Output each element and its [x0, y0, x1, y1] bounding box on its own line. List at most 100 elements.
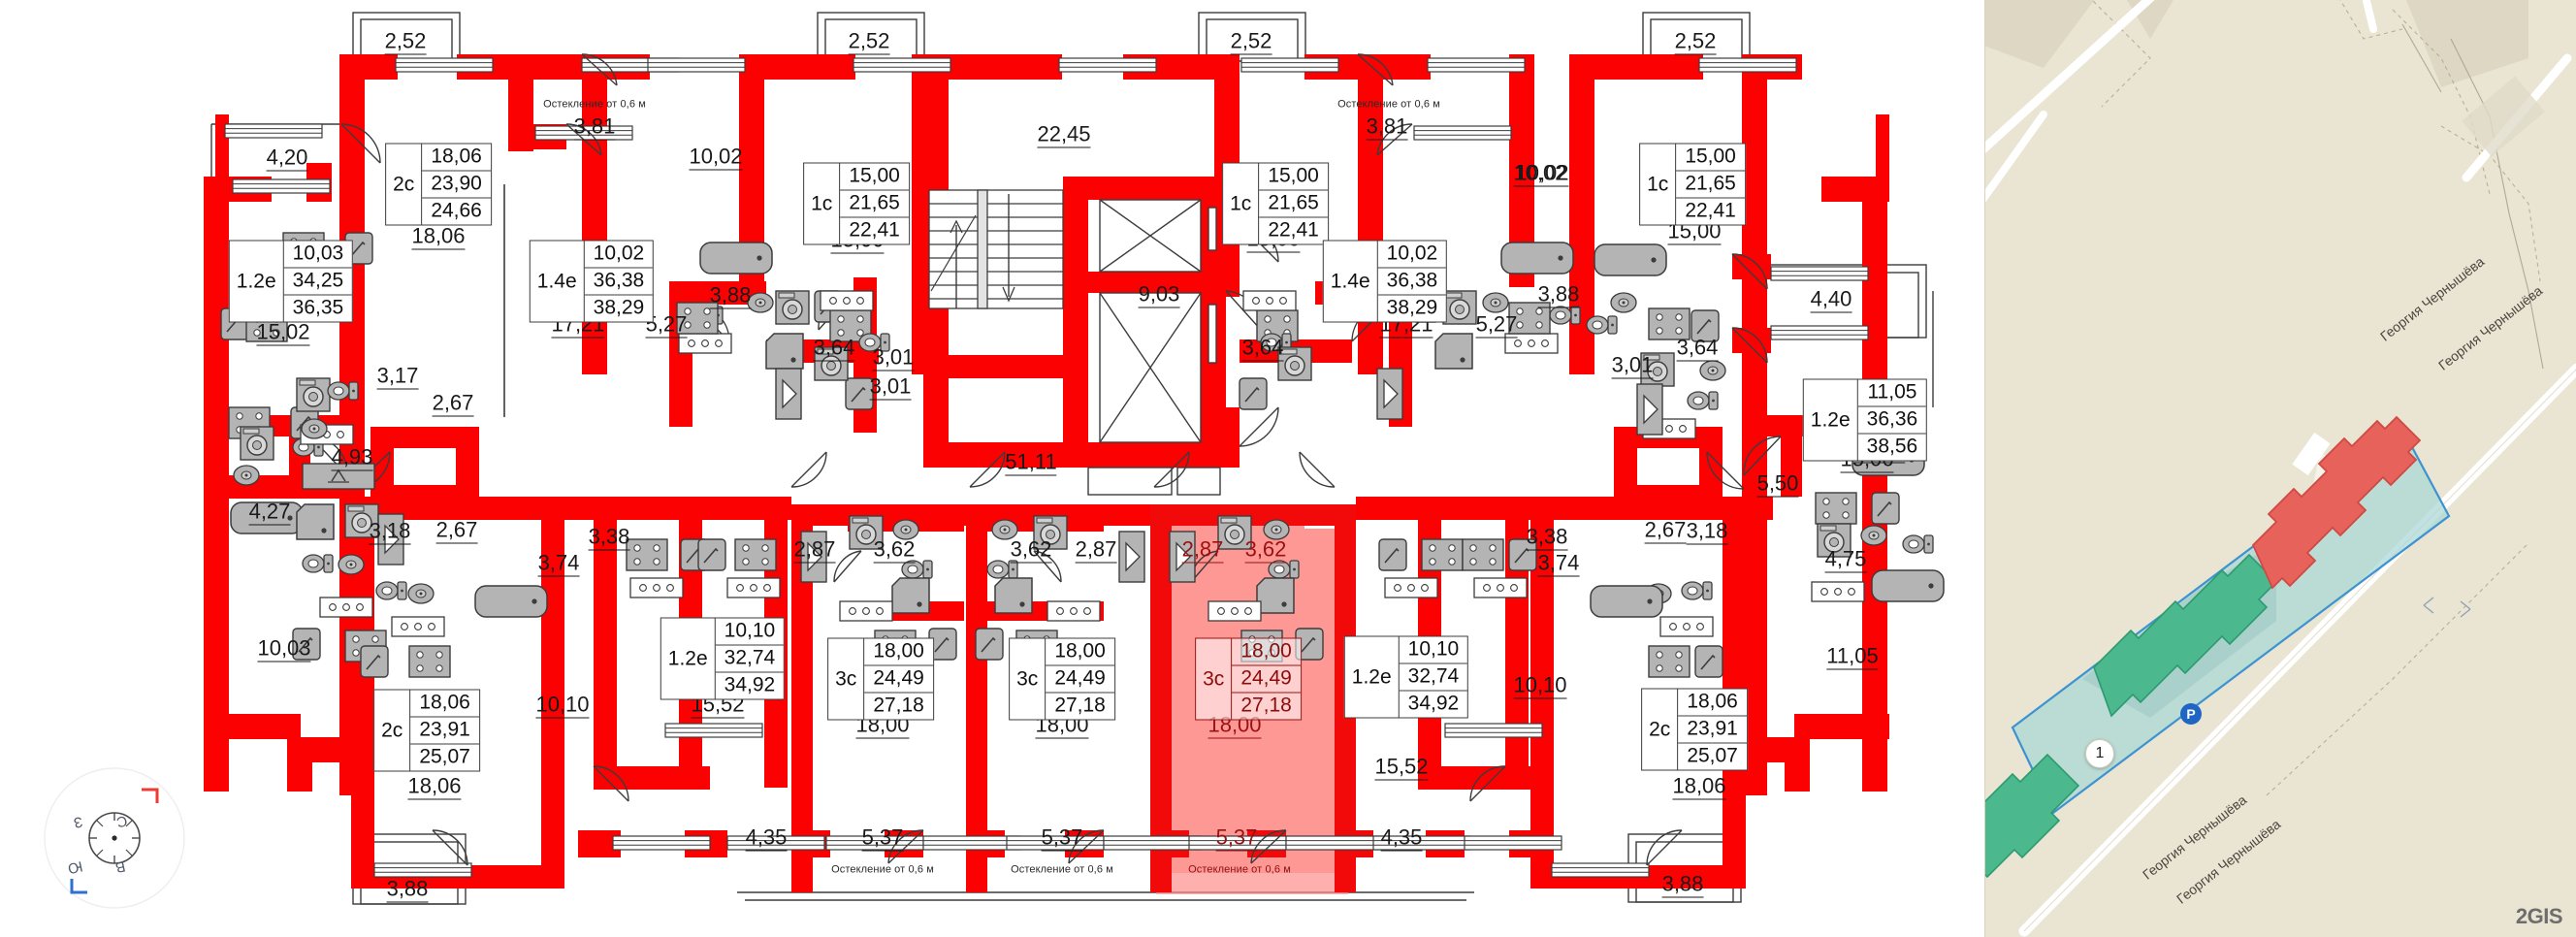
compass-south: Ю [66, 857, 83, 877]
staircase [928, 189, 1064, 309]
apartment-area-n1: 11,05 [1857, 380, 1927, 407]
room-area-label: 18,06 [407, 773, 462, 800]
apartment-area-n2: 24,49 [1046, 666, 1114, 694]
apartment-area-n1: 15,00 [1676, 145, 1745, 172]
glazing-note: Остекление от 0,6 м [1337, 98, 1440, 111]
apartment-area-n3: 22,41 [1685, 199, 1736, 222]
map-canvas[interactable] [1985, 0, 2576, 937]
apartment-area-n2: 34,25 [283, 269, 353, 296]
room-area-label: 3,38 [588, 524, 630, 551]
apartment-area-n3: 27,18 [1054, 694, 1106, 717]
apartment-area-n2: 24,49 [1232, 666, 1301, 694]
room-area-label: 3,01 [1611, 352, 1654, 379]
room-area-label: 11,05 [1826, 643, 1879, 670]
apartment-area-n3: 27,18 [873, 694, 924, 717]
compass-rose: С В Ю З [44, 767, 185, 909]
room-area-label: 5,50 [1756, 470, 1799, 498]
room-area-label: 2,52 [848, 28, 890, 55]
apartment-type-tag: 1с [1640, 144, 1677, 225]
room-area-label: 3,74 [537, 550, 580, 577]
apartment-area-n2: 36,36 [1857, 407, 1927, 435]
apartment-type-tag: 1.4e [1324, 241, 1378, 322]
apartment-type-tag: 1с [804, 163, 841, 244]
room-area-label: 5,27 [645, 311, 688, 339]
apartment-type-tag: 3с [828, 638, 865, 720]
room-area-label: 10,10 [1513, 672, 1567, 699]
room-area-label: 2,52 [1674, 28, 1717, 55]
apartment-type-tag: 1.2e [1804, 379, 1858, 461]
apartment-area-n1: 10,10 [1399, 637, 1468, 664]
apartment-area-n3: 27,18 [1240, 694, 1292, 717]
room-area-label: 3,01 [869, 373, 912, 401]
room-area-label: 3,17 [376, 363, 419, 390]
room-area-label: 10,02 [1513, 160, 1567, 187]
apartment-area-n2: 24,49 [864, 666, 933, 694]
apartment-type-tag: 1.2e [230, 241, 284, 322]
room-area-label: 3,18 [1686, 518, 1728, 545]
room-area-label: 15,02 [256, 319, 310, 346]
parking-icon[interactable]: P [2180, 703, 2202, 725]
apartment-area-n2: 21,65 [1259, 191, 1328, 218]
room-area-label: 4,35 [745, 824, 788, 852]
room-area-label: 10,10 [535, 692, 590, 719]
apartment-area-n1: 10,02 [584, 242, 654, 269]
apartment-area-n1: 10,03 [283, 242, 353, 269]
apartment-area-n3: 25,07 [1687, 744, 1738, 767]
apartment-area-n2: 23,91 [1678, 717, 1747, 744]
room-area-label: 3,18 [369, 518, 411, 545]
room-area-label: 15,00 [1667, 218, 1722, 245]
apartment-type-tag: 1.4e [531, 241, 585, 322]
apartment-area-n1: 18,06 [1678, 690, 1747, 717]
room-area-label: 4,35 [1380, 824, 1423, 852]
apartment-area-n3: 38,56 [1866, 435, 1918, 458]
apartment-area-n2: 21,65 [840, 191, 909, 218]
apartment-area-n2: 23,90 [422, 172, 491, 199]
room-area-label: 3,88 [1661, 871, 1704, 898]
room-area-label: 3,64 [813, 335, 855, 362]
gis-watermark: 2GIS [2515, 904, 2563, 928]
apartment-area-n3: 22,41 [849, 218, 900, 242]
apartment-area-n3: 38,29 [1386, 296, 1438, 319]
apartment-area-n3: 24,66 [431, 199, 482, 222]
apartment-area-n1: 18,00 [864, 639, 933, 666]
room-area-label: 3,01 [872, 344, 915, 372]
apartment-area-n1: 15,00 [1259, 164, 1328, 191]
room-area-label: 5,37 [861, 824, 904, 852]
apartment-area-n3: 34,92 [724, 673, 776, 696]
room-area-label: 4,40 [1810, 286, 1852, 313]
apartment-area-n1: 18,00 [1232, 639, 1301, 666]
room-area-label: 3,38 [1526, 524, 1568, 551]
map-marker-label: 1 [2095, 745, 2105, 761]
apartment-area-n2: 32,74 [715, 646, 785, 673]
apartment-type-tag: 3с [1196, 638, 1233, 720]
apartment-type-tag: 1.2e [661, 618, 716, 699]
parking-label: P [2186, 706, 2196, 722]
room-area-label: 18,06 [1672, 773, 1726, 800]
room-area-label: 3,62 [873, 536, 916, 564]
apartment-area-n1: 18,06 [422, 145, 491, 172]
room-area-label: 4,75 [1824, 546, 1867, 573]
apartment-area-n2: 36,38 [584, 269, 654, 296]
room-area-label: 51,11 [1005, 449, 1057, 476]
map-marker-1[interactable]: 1 [2085, 739, 2114, 768]
room-area-label: 3,74 [1537, 550, 1580, 577]
glazing-note: Остекление от 0,6 м [1188, 863, 1291, 876]
room-area-label: 2,87 [1075, 536, 1117, 564]
